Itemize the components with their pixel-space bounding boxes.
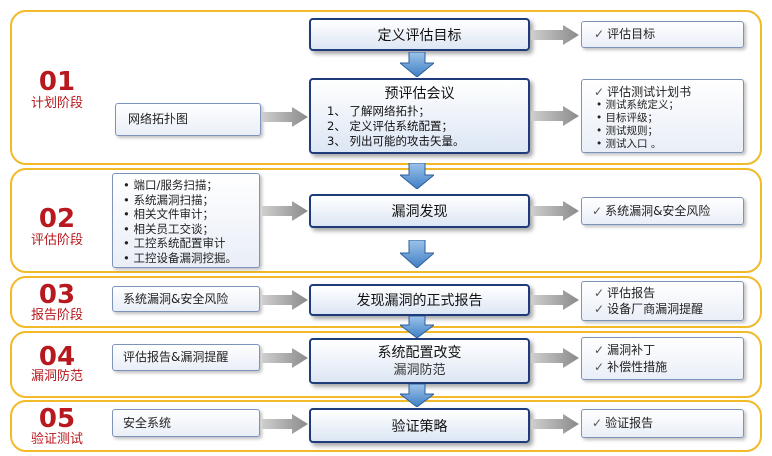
vulnerability-discovery-box: 漏洞发现	[309, 194, 530, 228]
prevention-input-label: 评估报告&漏洞提醒	[123, 350, 229, 364]
check-icon: ✓	[592, 416, 603, 430]
meeting-title: 预评估会议	[384, 86, 455, 102]
phase-2-name: 评估阶段	[30, 233, 83, 248]
report-input-box: 系统漏洞&安全风险	[112, 286, 260, 312]
validation-strategy-box: 验证策略	[309, 408, 530, 443]
phase-3-name: 报告阶段	[30, 308, 83, 323]
test-plan-item: • 测试规则；	[596, 125, 659, 137]
report-output-item: 评估报告	[607, 286, 656, 300]
check-icon: ✓	[594, 302, 605, 316]
arrow-right-icon	[531, 106, 579, 126]
test-plan-item: • 测试入口 。	[596, 138, 662, 150]
validation-input-label: 安全系统	[123, 416, 172, 430]
report-input-label: 系统漏洞&安全风险	[123, 292, 229, 306]
prevention-output-box: ✓漏洞补丁 ✓补偿性措施	[581, 337, 744, 380]
check-icon: ✓	[594, 286, 605, 300]
test-plan-output-box: ✓评估测试计划书 • 测试系统定义； • 目标评级； • 测试规则； • 测试入…	[581, 79, 744, 153]
method-item: • 相关文件审计；	[123, 207, 214, 221]
arrow-right-icon	[531, 414, 579, 434]
test-plan-items: • 测试系统定义； • 目标评级； • 测试规则； • 测试入口 。	[594, 99, 743, 151]
arrow-down-icon	[400, 316, 434, 338]
method-item: • 工控设备漏洞挖掘。	[123, 250, 237, 265]
prevention-output-item: 补偿性措施	[607, 360, 668, 374]
arrow-right-icon	[531, 348, 579, 368]
phase-3-number: 03	[38, 280, 76, 310]
validation-output-label: 验证报告	[605, 416, 654, 430]
check-icon: ✓	[594, 27, 605, 41]
prevention-input-box: 评估报告&漏洞提醒	[112, 344, 260, 371]
assessment-methods-list: • 端口/服务扫描； • 系统漏洞扫描； • 相关文件审计； • 相关员工交谈；…	[123, 178, 259, 265]
vulnerability-discovery-label: 漏洞发现	[391, 204, 448, 220]
meeting-item: 2、 定义评估系统配置；	[327, 119, 453, 133]
meeting-item: 3、 列出可能的攻击矢量。	[327, 134, 465, 148]
meeting-item: 1、 了解网络拓扑；	[327, 104, 430, 118]
arrow-right-icon	[262, 414, 308, 434]
config-change-subtitle: 漏洞防范	[393, 363, 446, 378]
arrow-down-icon	[400, 163, 434, 189]
define-goal-box: 定义评估目标	[309, 18, 530, 51]
phase-1-name: 计划阶段	[30, 96, 83, 111]
arrow-right-icon	[262, 348, 308, 368]
arrow-right-icon	[262, 290, 308, 310]
meeting-items: 1、 了解网络拓扑； 2、 定义评估系统配置； 3、 列出可能的攻击矢量。	[311, 104, 528, 149]
goal-output-box: ✓评估目标	[581, 21, 744, 48]
arrow-right-icon	[531, 201, 579, 221]
prevention-output-item: 漏洞补丁	[607, 343, 656, 357]
validation-strategy-label: 验证策略	[391, 419, 448, 435]
check-icon: ✓	[594, 343, 605, 357]
arrow-down-icon	[400, 384, 434, 407]
formal-report-label: 发现漏洞的正式报告	[356, 293, 483, 309]
phase-1-number: 01	[38, 67, 76, 97]
arrow-down-icon	[400, 52, 434, 77]
check-icon: ✓	[594, 85, 605, 99]
define-goal-label: 定义评估目标	[377, 28, 462, 44]
arrow-right-icon	[262, 201, 308, 221]
validation-input-box: 安全系统	[112, 409, 260, 437]
pre-assessment-meeting-box: 预评估会议 1、 了解网络拓扑； 2、 定义评估系统配置； 3、 列出可能的攻击…	[309, 78, 530, 154]
method-item: • 相关员工交谈；	[123, 221, 214, 236]
arrow-right-icon	[531, 290, 579, 310]
check-icon: ✓	[594, 360, 605, 374]
topology-input-label: 网络拓扑图	[128, 112, 189, 126]
risk-output-label: 系统漏洞&安全风险	[605, 204, 711, 218]
validation-output-box: ✓验证报告	[581, 409, 744, 438]
config-change-box: 系统配置改变 漏洞防范	[309, 338, 530, 384]
formal-report-box: 发现漏洞的正式报告	[309, 284, 530, 316]
risk-output-box: ✓系统漏洞&安全风险	[581, 197, 744, 225]
arrow-right-icon	[262, 107, 308, 127]
phase-4-number: 04	[38, 342, 76, 372]
method-item: • 端口/服务扫描；	[123, 178, 218, 192]
assessment-methods-box: • 端口/服务扫描； • 系统漏洞扫描； • 相关文件审计； • 相关员工交谈；…	[112, 173, 260, 268]
phase-5-number: 05	[38, 404, 76, 434]
test-plan-item: • 测试系统定义；	[596, 99, 680, 111]
report-output-box: ✓评估报告 ✓设备厂商漏洞提醒	[581, 281, 744, 321]
arrow-right-icon	[531, 25, 579, 45]
test-plan-title: 评估测试计划书	[607, 85, 692, 99]
phase-4-name: 漏洞防范	[30, 369, 83, 384]
method-item: • 工控系统配置审计	[123, 236, 226, 250]
config-change-title: 系统配置改变	[377, 345, 462, 361]
report-output-item: 设备厂商漏洞提醒	[607, 302, 704, 316]
phase-2-number: 02	[38, 204, 76, 234]
method-item: • 系统漏洞扫描；	[123, 192, 214, 207]
topology-input-box: 网络拓扑图	[115, 103, 261, 136]
goal-output-label: 评估目标	[607, 27, 656, 41]
arrow-down-icon	[400, 240, 434, 268]
phase-5-name: 验证测试	[30, 432, 83, 447]
check-icon: ✓	[592, 204, 603, 218]
test-plan-item: • 目标评级；	[596, 112, 659, 124]
